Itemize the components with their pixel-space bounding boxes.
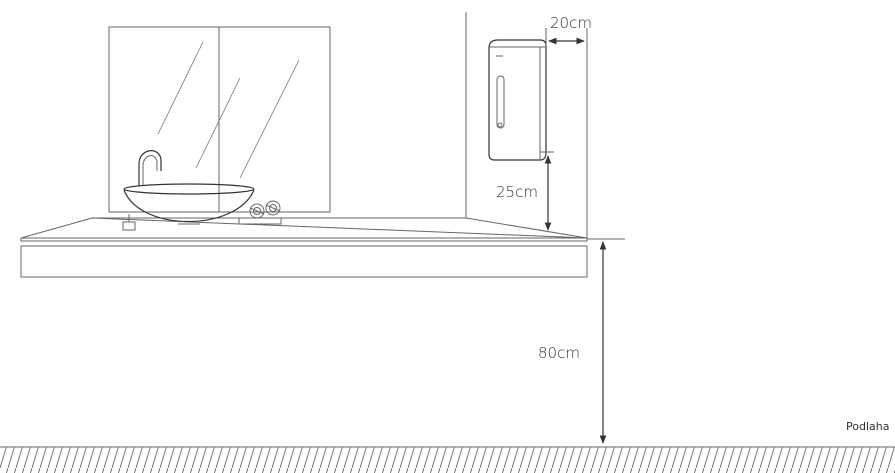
- dim-label-20cm: 20cm: [550, 14, 592, 32]
- faucet: [138, 150, 162, 186]
- floor-label: Podlaha: [846, 420, 889, 433]
- dimension-25cm: 25cm: [496, 151, 554, 231]
- vessel-basin: [123, 183, 255, 225]
- dimension-20cm: 20cm: [545, 14, 592, 238]
- floor: Podlaha: [0, 420, 895, 473]
- wall-base-diagonal: [465, 217, 588, 239]
- dim-label-80cm: 80cm: [538, 344, 580, 362]
- dimension-80cm: 80cm: [538, 238, 625, 444]
- dim-label-25cm: 25cm: [496, 183, 538, 201]
- countertop: [20, 217, 588, 278]
- mirror: [108, 26, 331, 213]
- rolled-towels: [238, 200, 282, 225]
- drain-fitting: [122, 214, 136, 231]
- soap-dispenser: [488, 39, 547, 161]
